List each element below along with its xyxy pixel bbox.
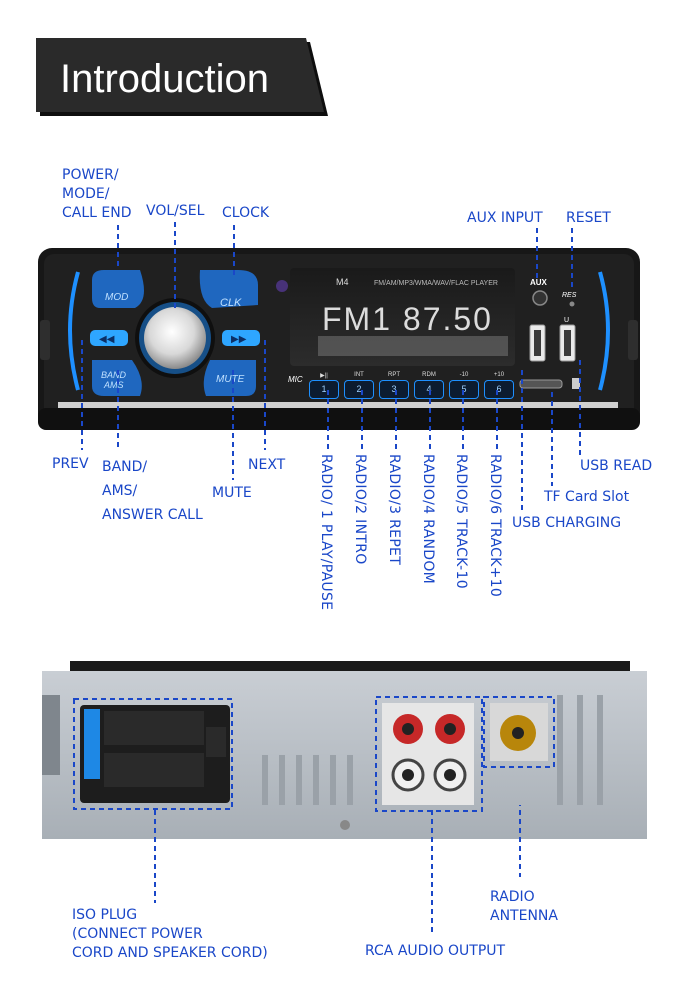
header-banner: Introduction bbox=[36, 38, 328, 116]
prev-button[interactable] bbox=[90, 330, 128, 346]
next-button[interactable] bbox=[222, 330, 260, 346]
antenna-jack[interactable] bbox=[490, 703, 548, 761]
aux-jack[interactable] bbox=[532, 290, 548, 306]
clk-button[interactable] bbox=[199, 270, 258, 308]
callout-usb-read: USB READ bbox=[580, 458, 653, 474]
preset-button-4[interactable]: RDM 4 bbox=[414, 372, 444, 400]
svg-text:CLK: CLK bbox=[220, 297, 242, 309]
callout-radio-2: RADIO/2 INTRO bbox=[352, 454, 368, 565]
rear-leader-lines bbox=[154, 805, 521, 932]
reset-hole[interactable] bbox=[569, 301, 575, 307]
callout-usb-charging: USB CHARGING bbox=[512, 515, 622, 531]
callout-radio-3: RADIO/3 REPET bbox=[386, 454, 402, 566]
callout-tf-card: TF Card Slot bbox=[544, 489, 630, 505]
preset-button-5[interactable]: -10 5 bbox=[449, 372, 479, 400]
callout-clock: CLOCK bbox=[222, 205, 270, 221]
callout-radio-1: RADIO/ 1 PLAY/PAUSE bbox=[318, 454, 334, 611]
preset-button-2[interactable]: INT 2 bbox=[344, 372, 374, 400]
tf-card-slot[interactable] bbox=[519, 379, 563, 389]
callout-mute: MUTE bbox=[212, 485, 252, 501]
callout-next: NEXT bbox=[248, 457, 286, 473]
iso-plug[interactable] bbox=[80, 705, 230, 803]
callout-power-mode: POWER/ MODE/ CALL END bbox=[62, 167, 132, 221]
page-title: Introduction bbox=[60, 57, 269, 101]
svg-text:U: U bbox=[564, 317, 569, 324]
preset-button-6[interactable]: +10 6 bbox=[484, 372, 514, 400]
callout-band-ams: BAND/ AMS/ ANSWER CALL bbox=[102, 459, 203, 523]
preset-buttons: ▶|| 1 INT 2 RPT 3 RDM 4 -10 5 +10 6 bbox=[309, 372, 514, 402]
svg-text:◀◀: ◀◀ bbox=[99, 334, 115, 345]
svg-text:AUX: AUX bbox=[530, 278, 548, 287]
svg-text:RES: RES bbox=[562, 292, 577, 299]
svg-text:AMS: AMS bbox=[103, 380, 124, 390]
svg-text:▶▶: ▶▶ bbox=[231, 334, 247, 345]
band-ams-button[interactable] bbox=[92, 360, 142, 396]
svg-text:FM/AM/MP3/WMA/WAV/FLAC PLAYER: FM/AM/MP3/WMA/WAV/FLAC PLAYER bbox=[374, 280, 498, 287]
frequency-readout: FM1 87.50 bbox=[322, 301, 493, 337]
callout-vol-sel: VOL/SEL bbox=[146, 203, 205, 219]
volume-knob[interactable] bbox=[144, 307, 206, 369]
callout-radio-6: RADIO/6 TRACK+10 bbox=[487, 454, 503, 598]
callout-aux-input: AUX INPUT bbox=[467, 210, 543, 226]
svg-text:MOD: MOD bbox=[105, 292, 128, 303]
callout-reset: RESET bbox=[566, 210, 611, 226]
svg-text:BAND: BAND bbox=[101, 370, 127, 380]
callout-radio-4: RADIO/4 RANDOM bbox=[420, 454, 436, 585]
mod-button[interactable] bbox=[92, 270, 144, 308]
callout-radio-5: RADIO/5 TRACK-10 bbox=[453, 454, 469, 589]
rear-panel bbox=[42, 661, 647, 839]
front-panel: MOD CLK ◀◀ ▶▶ BAND AMS MUTE M4 FM/AM/MP3… bbox=[38, 248, 640, 430]
preset-button-1[interactable]: ▶|| 1 bbox=[309, 372, 339, 400]
callout-rca-output: RCA AUDIO OUTPUT bbox=[365, 943, 506, 959]
preset-button-3[interactable]: RPT 3 bbox=[379, 372, 409, 400]
callout-prev: PREV bbox=[52, 456, 89, 472]
front-leader-lines bbox=[81, 222, 581, 512]
svg-text:MUTE: MUTE bbox=[216, 374, 245, 385]
callout-iso-plug: ISO PLUG (CONNECT POWER CORD AND SPEAKER… bbox=[72, 907, 268, 961]
lcd-display bbox=[290, 268, 515, 366]
rca-outputs[interactable] bbox=[382, 703, 474, 805]
svg-text:MIC: MIC bbox=[288, 375, 303, 384]
callout-radio-antenna: RADIO ANTENNA bbox=[490, 889, 558, 924]
mute-button[interactable] bbox=[203, 360, 256, 396]
svg-text:M4: M4 bbox=[336, 277, 349, 287]
